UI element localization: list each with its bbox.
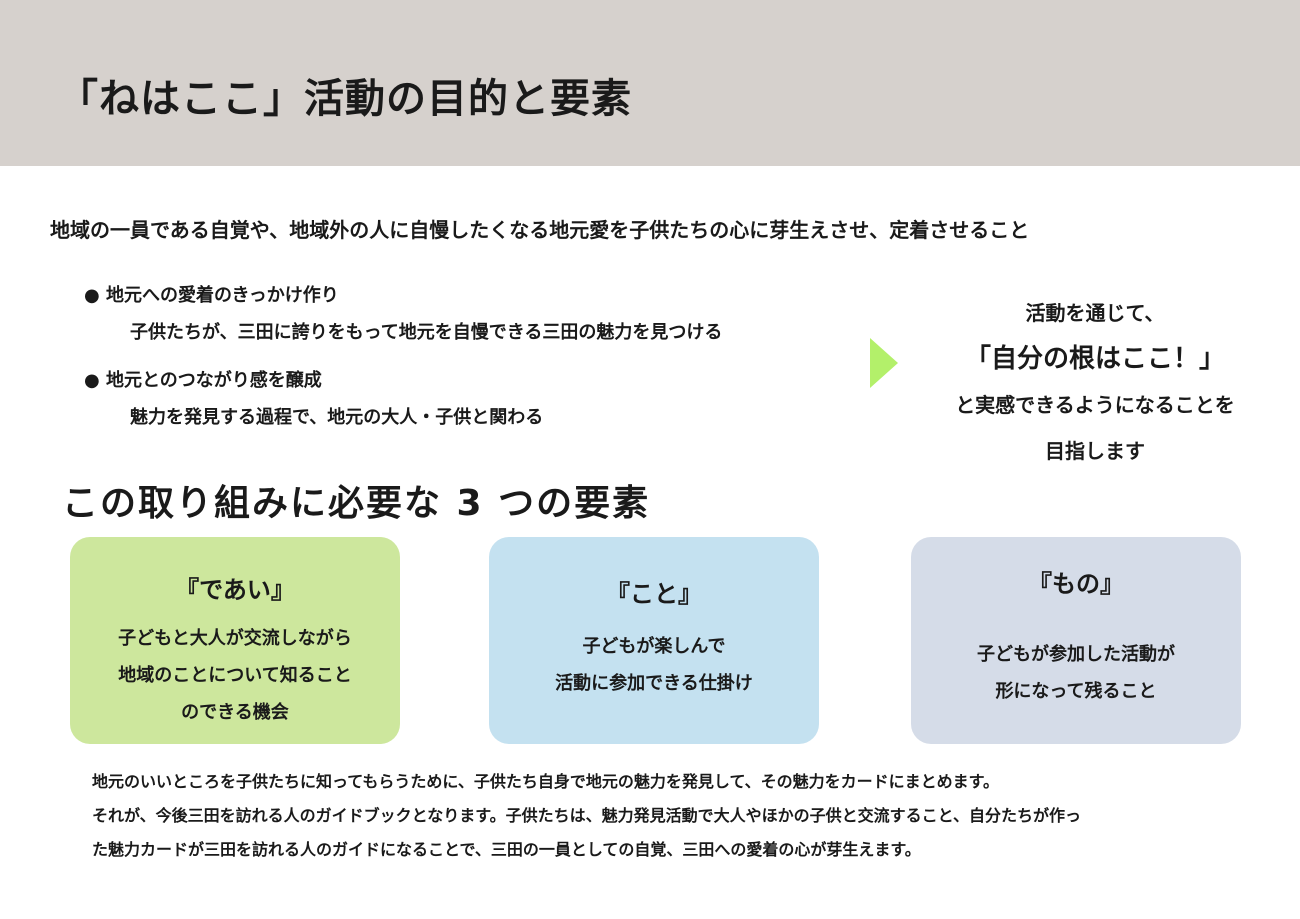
element-card-mono: 『もの』 子どもが参加した活動が 形になって残ること (911, 537, 1241, 744)
bullet-item: ● 地元とのつながり感を醸成 (84, 370, 322, 391)
bullet-head: 地元とのつながり感を醸成 (105, 370, 322, 391)
card-line: 地域のことについて知ること (118, 665, 352, 686)
card-line: のできる機会 (181, 702, 289, 723)
card-line: 子どもが楽しんで (582, 636, 726, 657)
goal-line: 活動を通じて、 (1025, 301, 1165, 325)
bullet-item: ● 地元への愛着のきっかけ作り (84, 285, 339, 306)
card-line: 形になって残ること (995, 681, 1157, 702)
card-line: 子どもと大人が交流しながら (118, 628, 352, 649)
description-line: 地元のいいところを子供たちに知ってもらうために、子供たち自身で地元の魅力を発見し… (92, 772, 1000, 791)
description-paragraph: 地元のいいところを子供たちに知ってもらうために、子供たち自身で地元の魅力を発見し… (92, 765, 1081, 867)
card-title: 『こと』 (606, 580, 702, 608)
element-card-deai: 『であい』 子どもと大人が交流しながら 地域のことについて知ること のできる機会 (70, 537, 400, 744)
header-band (0, 0, 1300, 166)
card-title: 『であい』 (175, 576, 295, 604)
element-card-koto: 『こと』 子どもが楽しんで 活動に参加できる仕掛け (489, 537, 819, 744)
goal-line: 「自分の根はここ！」 (964, 344, 1225, 374)
goal-statement: 活動を通じて、 「自分の根はここ！」 と実感できるようになることを 目指します (910, 290, 1280, 474)
goal-line: と実感できるようになることを (955, 393, 1235, 417)
description-line: た魅力カードが三田を訪れる人のガイドになることで、三田の一員としての自覚、三田へ… (92, 840, 921, 859)
goal-line: 目指します (1045, 439, 1145, 463)
purpose-statement: 地域の一員である自覚や、地域外の人に自慢したくなる地元愛を子供たちの心に芽生えさ… (50, 218, 1030, 242)
bullet-detail: 子供たちが、三田に誇りをもって地元を自慢できる三田の魅力を見つける (130, 322, 723, 343)
page-title: 「ねはここ」活動の目的と要素 (58, 76, 632, 122)
arrow-right-icon (870, 338, 898, 388)
bullet-detail: 魅力を発見する過程で、地元の大人・子供と関わる (130, 407, 544, 428)
description-line: それが、今後三田を訪れる人のガイドブックとなります。子供たちは、魅力発見活動で大… (92, 806, 1081, 825)
card-title: 『もの』 (1028, 570, 1124, 598)
card-line: 子どもが参加した活動が (977, 644, 1175, 665)
section-title: この取り組みに必要な 3 つの要素 (62, 483, 651, 524)
card-line: 活動に参加できる仕掛け (555, 673, 753, 694)
bullet-head: 地元への愛着のきっかけ作り (105, 285, 339, 306)
